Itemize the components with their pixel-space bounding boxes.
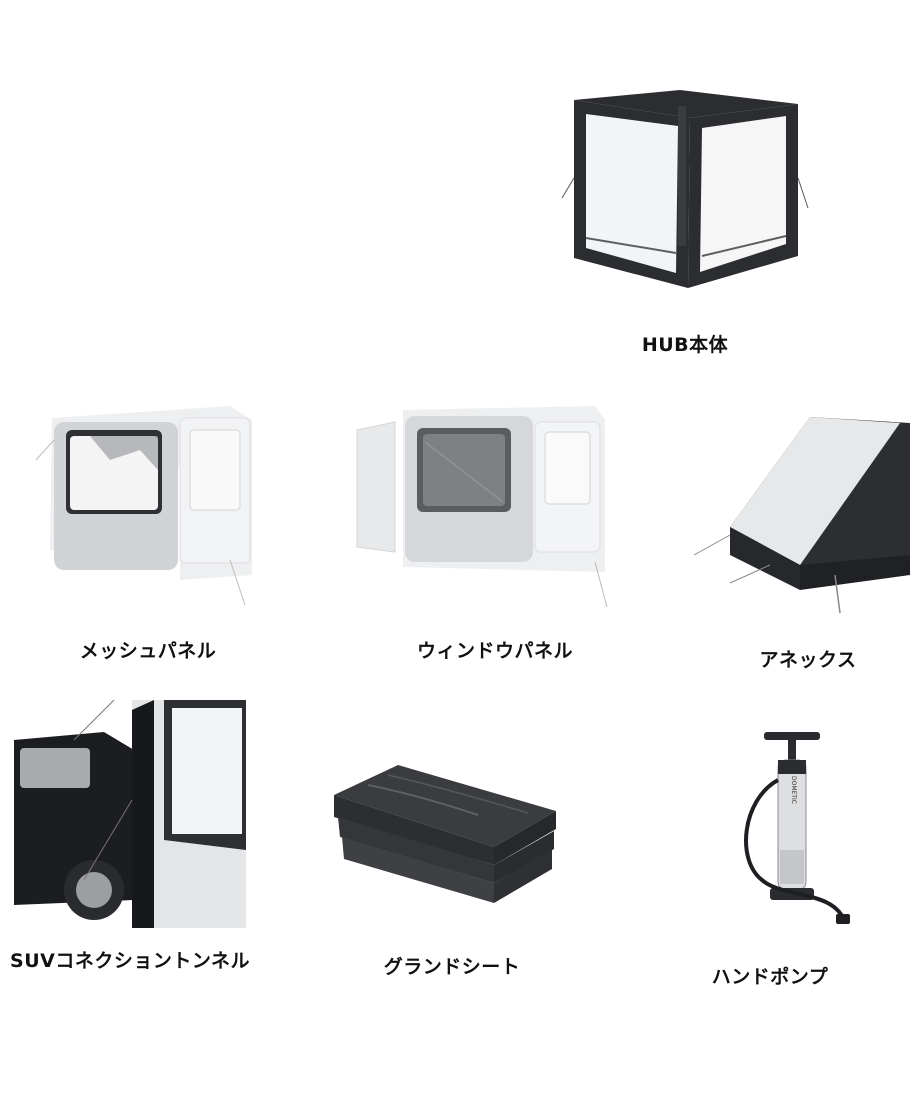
hub-image: [560, 88, 810, 300]
mesh-panel-label: メッシュパネル: [79, 640, 217, 662]
mesh-panel-image: [30, 400, 260, 610]
hand-pump-image: DOMETIC: [732, 730, 852, 930]
hub-label: HUB本体: [641, 334, 729, 356]
window-panel-label: ウィンドウパネル: [416, 640, 574, 662]
annex-label: アネックス: [759, 649, 857, 671]
window-panel-image: [355, 402, 615, 612]
suv-tunnel-label: SUVコネクショントンネル: [10, 950, 250, 972]
ground-sheet-image: [328, 755, 560, 915]
hand-pump-label: ハンドポンプ: [711, 966, 829, 988]
suv-tunnel-image: [14, 700, 246, 928]
annex-image: [690, 415, 915, 615]
pump-brand-text: DOMETIC: [790, 776, 797, 804]
ground-sheet-label: グランドシート: [383, 956, 521, 978]
